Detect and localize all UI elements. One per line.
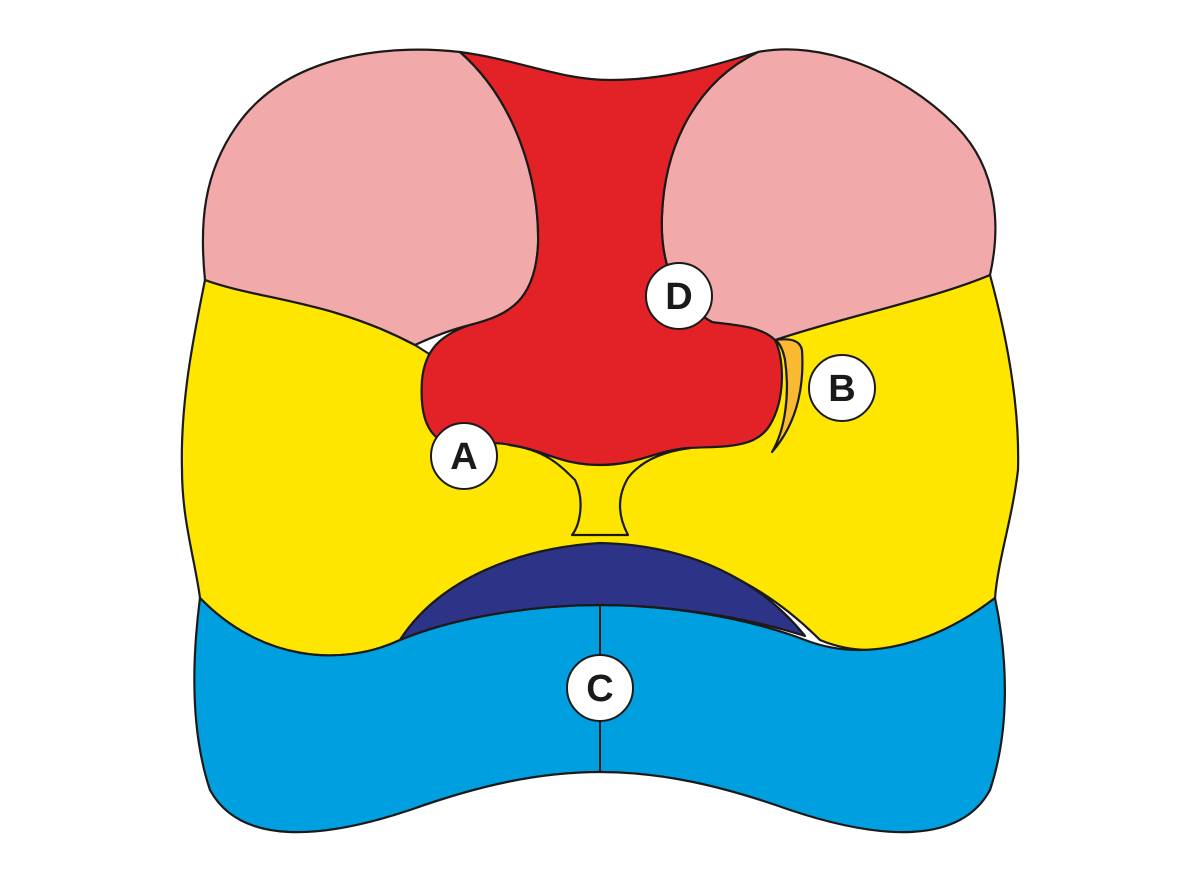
yellow-bridge <box>508 443 692 537</box>
marker-d: D <box>645 262 713 330</box>
marker-a-circle <box>430 422 498 490</box>
marker-d-circle <box>645 262 713 330</box>
marker-c-label: C <box>586 668 613 710</box>
marker-c-circle <box>566 654 634 722</box>
marker-a: A <box>430 422 498 490</box>
marker-c: C <box>566 654 634 722</box>
orange-region <box>770 338 804 454</box>
dark-blue-region <box>398 541 807 642</box>
marker-d-label: D <box>665 276 692 318</box>
marker-b-circle <box>808 354 876 422</box>
marker-a-label: A <box>450 436 477 478</box>
marker-b-label: B <box>828 368 855 410</box>
marker-b: B <box>808 354 876 422</box>
red-region <box>420 50 783 467</box>
